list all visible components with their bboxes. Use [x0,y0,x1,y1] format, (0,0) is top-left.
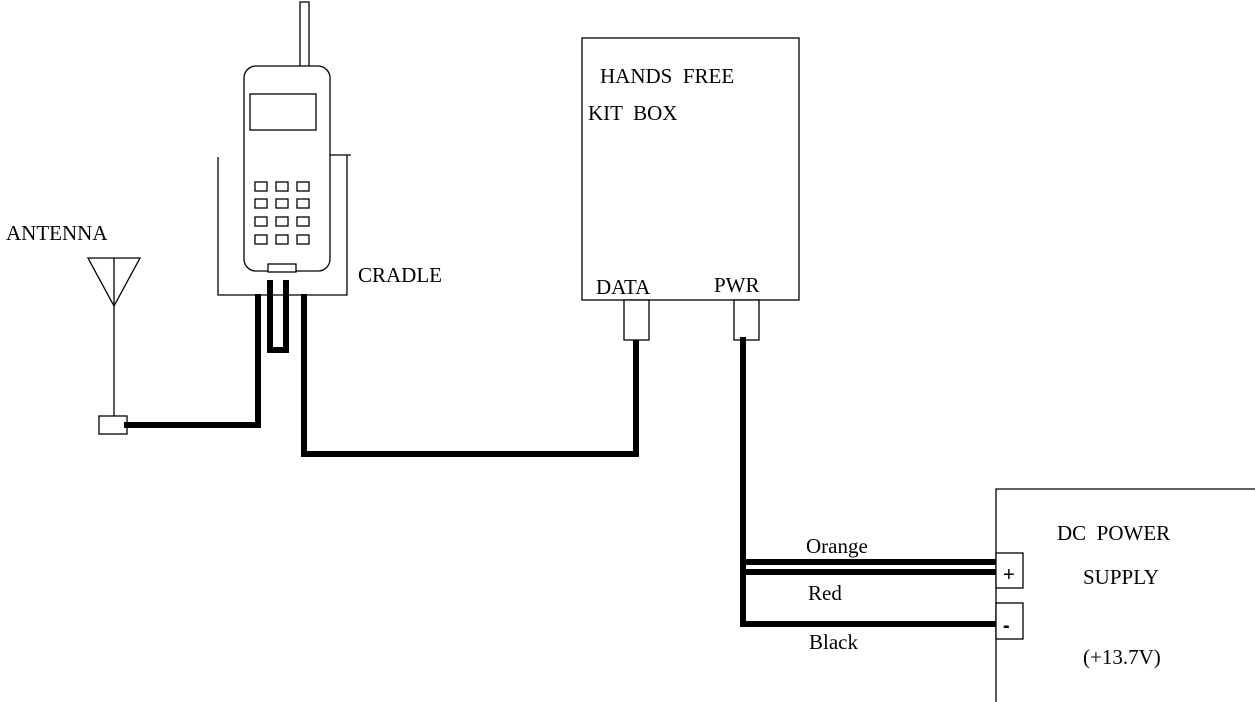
data-port-connector [623,299,650,341]
data-port-label: DATA [596,275,651,299]
plus-terminal-sign: + [1003,564,1015,586]
kit-box-title-line1: HANDS FREE [600,64,734,88]
phone-key [275,181,289,192]
cradle: CRADLE [217,154,442,296]
cradle-cables [124,280,639,457]
phone-key [254,234,268,245]
phone-key [254,181,268,192]
phone-key [275,198,289,209]
data-cable [301,294,639,457]
red-wire-label: Red [808,581,842,605]
antenna-label: ANTENNA [6,221,108,245]
power-wires: Orange Red Black [740,337,999,654]
phone-keypad [254,181,310,245]
phone-key [254,198,268,209]
antenna-connector [98,415,128,435]
phone-key [296,181,310,192]
phone-key [296,198,310,209]
pwr-port-connector [733,299,760,341]
cradle-frame [217,155,348,296]
phone-key [275,234,289,245]
psu-voltage: (+13.7V) [1083,645,1161,669]
plus-terminal [995,552,1024,589]
phone-coil-cable [267,280,289,353]
phone-key [275,216,289,227]
mobile-phone [243,1,331,273]
minus-terminal-sign: - [1003,615,1010,637]
minus-terminal [995,602,1024,640]
dc-power-supply: + - DC POWER SUPPLY (+13.7V) [995,488,1255,702]
antenna: ANTENNA [6,221,142,435]
psu-title-line2: SUPPLY [1083,565,1159,589]
phone-key [296,216,310,227]
phone-key [296,234,310,245]
pwr-port-label: PWR [714,273,760,297]
cradle-label: CRADLE [358,263,442,287]
phone-connector [267,263,297,273]
phone-display [249,93,317,131]
orange-wire-label: Orange [806,534,868,558]
phone-antenna [299,1,310,69]
black-wire-label: Black [809,630,858,654]
kit-box-outline [581,37,800,301]
hands-free-kit-box: HANDS FREE KIT BOX DATA PWR [581,37,800,341]
psu-title-line1: DC POWER [1057,521,1170,545]
phone-key [254,216,268,227]
kit-box-title-line2: KIT BOX [588,101,677,125]
antenna-cable [124,294,261,428]
